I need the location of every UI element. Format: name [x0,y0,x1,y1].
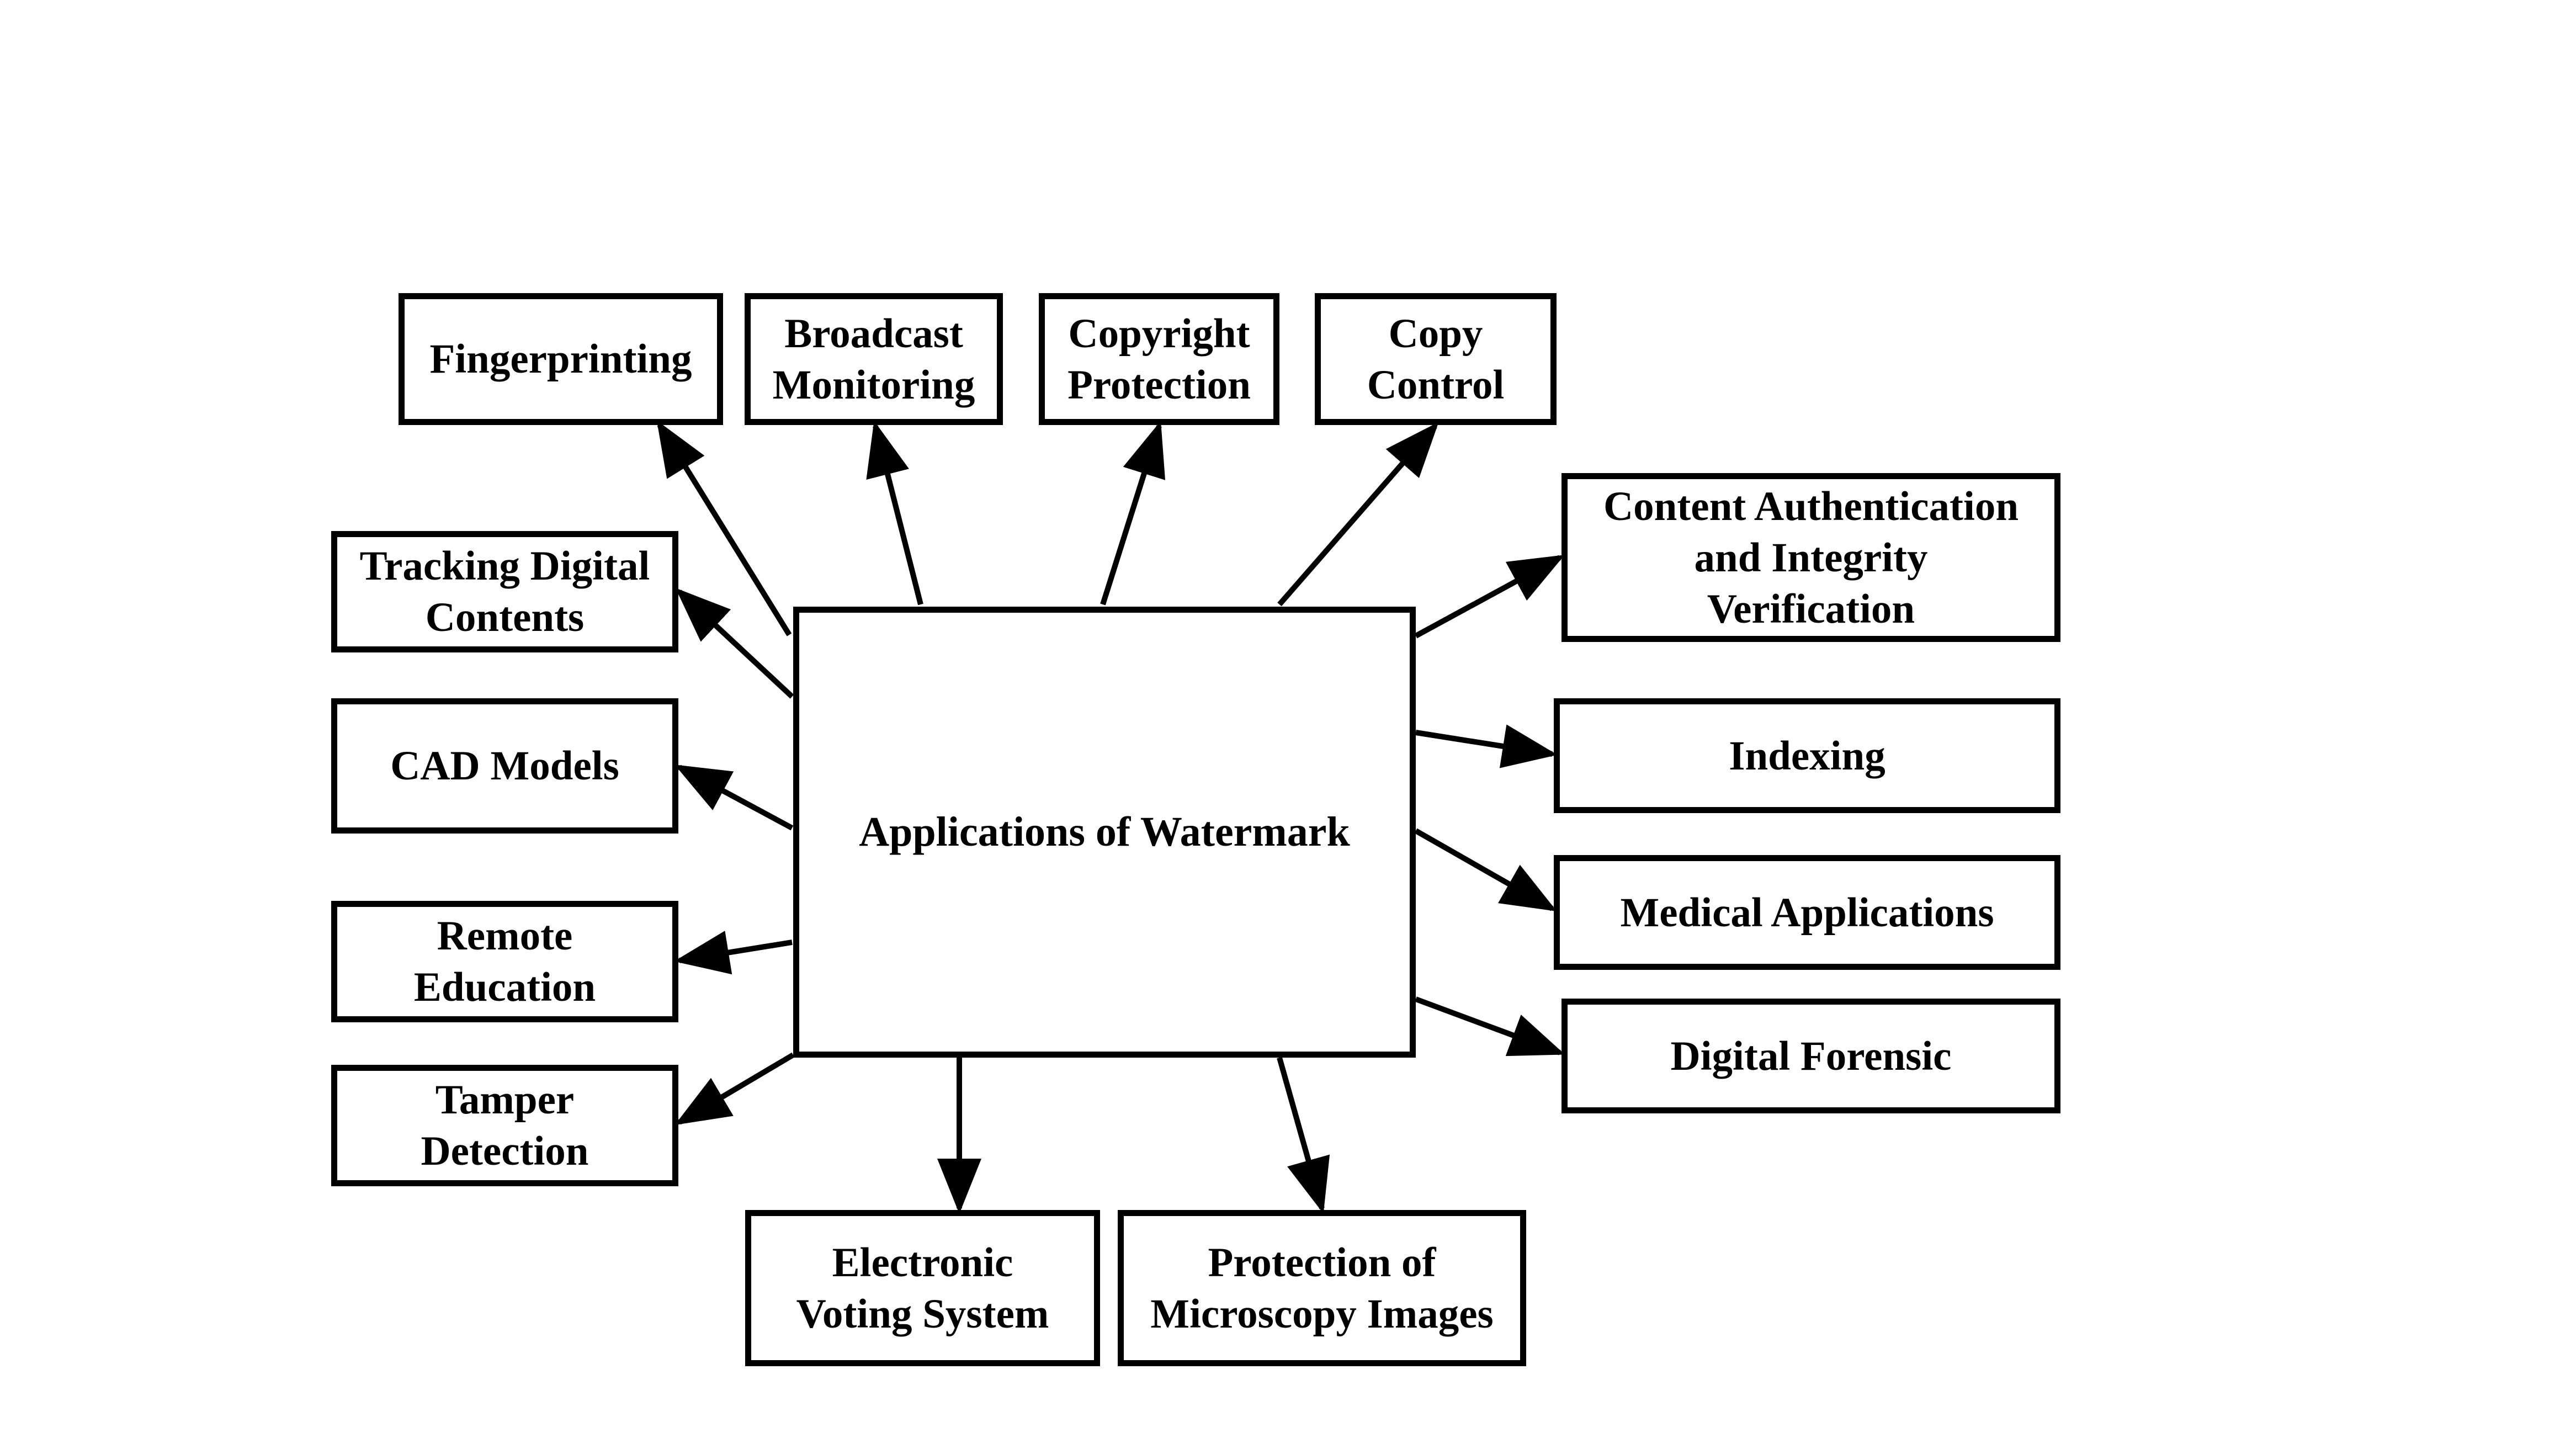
node-remote-education: Remote Education [331,901,678,1022]
node-indexing: Indexing [1554,698,2060,813]
node-label-line: Content Authentication [1603,483,2019,529]
arrow-to-fingerprinting [656,420,792,636]
node-label-line: Detection [421,1128,589,1174]
arrow-to-broadcast [866,421,923,606]
node-content-authentication: Content Authentication and Integrity Ver… [1561,473,2060,642]
node-label-line: Electronic [832,1239,1013,1286]
node-label-line: Copy [1388,310,1483,357]
node-label-line: Medical Applications [1620,889,1994,936]
arrow-to-cad [674,765,794,831]
node-label-line: Digital Forensic [1670,1033,1952,1079]
node-label-line: Contents [425,595,585,640]
node-label-line: Remote [437,913,573,959]
node-label-line: Tamper [435,1077,575,1123]
node-electronic-voting-system: Electronic Voting System [745,1210,1100,1366]
arrow-to-indexing [1415,724,1558,768]
arrow-to-copyright [1100,421,1166,606]
node-label-line: Monitoring [772,362,975,408]
arrow-to-forensic [1415,996,1565,1057]
arrow-to-microscopy [1277,1057,1330,1214]
node-label-line: Indexing [1729,733,1885,779]
node-label-line: Voting System [796,1291,1049,1337]
arrow-to-remote [674,931,793,975]
center-node-applications-of-watermark: Applications of Watermark [793,607,1416,1058]
node-label-line: Verification [1707,586,1915,632]
node-fingerprinting: Fingerprinting [399,293,723,425]
node-label-line: Tracking Digital [359,543,650,589]
node-copy-control: Copy Control [1315,293,1557,425]
arrow-to-content-auth [1414,555,1565,639]
node-broadcast-monitoring: Broadcast Monitoring [745,293,1003,425]
node-label-line: Fingerprinting [429,336,692,382]
node-label-line: Protection [1067,362,1251,408]
arrow-to-medical [1414,828,1557,911]
node-tracking-digital-contents: Tracking Digital Contents [331,531,678,652]
node-digital-forensic: Digital Forensic [1561,999,2060,1113]
node-label-line: Microscopy Images [1150,1291,1494,1337]
node-label-line: and Integrity [1694,534,1928,581]
node-copyright-protection: Copyright Protection [1039,293,1279,425]
center-node-label: Applications of Watermark [859,809,1350,855]
node-tamper-detection: Tamper Detection [331,1065,678,1186]
node-medical-applications: Medical Applications [1554,855,2060,970]
arrow-to-copy-control [1277,422,1439,607]
node-label-line: Education [413,964,596,1010]
node-label-line: Broadcast [784,310,963,357]
node-cad-models: CAD Models [331,698,678,834]
node-label-line: Protection of [1208,1239,1436,1286]
node-label-line: CAD Models [390,743,619,789]
node-label-line: Copyright [1068,310,1250,357]
arrow-to-tamper [674,1052,795,1126]
arrow-to-tracking [675,588,794,699]
node-label-line: Control [1367,362,1505,408]
node-protection-of-microscopy-images: Protection of Microscopy Images [1118,1210,1526,1366]
